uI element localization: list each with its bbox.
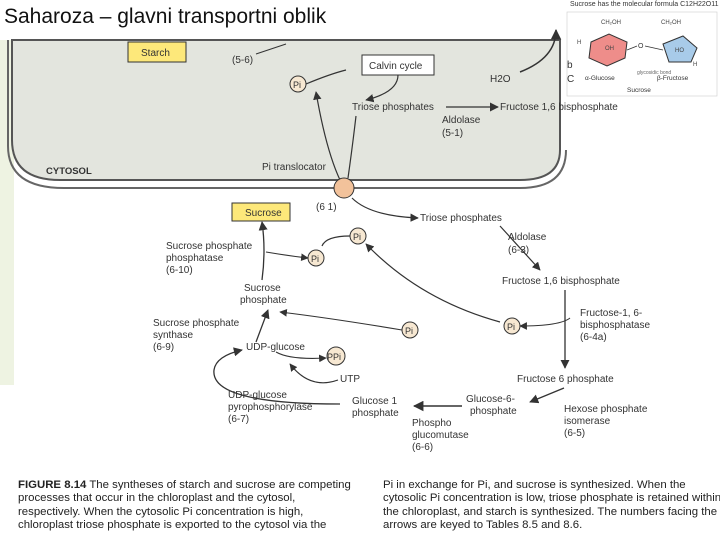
svg-text:synthase: synthase [153,330,193,341]
svg-text:HO: HO [675,48,684,54]
hexose-isomerase: Hexose phosphate [564,404,648,415]
phosphoglucomutase: Phospho [412,418,452,429]
sucrose-structure-drawing: O glycosidic bond CH₂OH CH₂OH H OH HO H … [566,11,718,97]
starch-sucrose-pathway-diagram: Starch (5-6) Calvin cycle Pi H2O Triose … [7,28,650,453]
caption-left-column: FIGURE 8.14 The syntheses of starch and … [18,479,358,533]
svg-text:(6-6): (6-6) [412,442,433,453]
svg-text:isomerase: isomerase [564,416,611,427]
svg-text:phosphate: phosphate [352,408,399,419]
glycosidic-bond-label: glycosidic bond [637,70,671,76]
translocator-ref: (6 1) [316,202,337,213]
svg-text:H: H [693,62,697,68]
caption-left-text: The syntheses of starch and sucrose are … [18,479,351,532]
svg-text:(6-10): (6-10) [166,265,193,276]
svg-text:(6-5): (6-5) [564,428,585,439]
chloroplast-inner [11,39,561,181]
fbp-cytosol: Fructose 1,6 bisphosphate [502,276,620,287]
sucrose-structure-inset: Sucrose has the molecular formula C12H22… [565,0,720,98]
fbp-chloroplast: Fructose 1,6 bisphosphate [500,102,618,113]
calvin-cycle-label: Calvin cycle [369,61,423,72]
starch-label: Starch [141,48,170,59]
caption-right-column: Pi in exchange for Pi, and sucrose is sy… [383,479,720,533]
partial-label-c: C [567,74,574,85]
aldolase-cytosol-ref: (6-3) [508,245,529,256]
aldolase-chloroplast-ref: (5-1) [442,128,463,139]
svg-text:phosphate: phosphate [470,406,517,417]
caption-right-text: Pi in exchange for Pi, and sucrose is sy… [383,479,720,532]
udp-glucose: UDP-glucose [246,342,305,353]
slide-title: Saharoza – glavni transportni oblik [4,5,327,28]
pi-translocator-label: Pi translocator [262,162,327,173]
triose-phosphates-chloroplast: Triose phosphates [352,102,434,113]
triose-phosphates-cytosol: Triose phosphates [420,213,502,224]
left-edge-strip [0,40,14,385]
svg-text:Pi: Pi [405,326,413,336]
svg-text:CH₂OH: CH₂OH [601,20,621,26]
sucrose-phosphate: Sucrose [244,283,281,294]
svg-text:H: H [577,40,581,46]
fructose-label: β-Fructose [657,75,689,82]
fructose-ring [662,35,698,63]
figure-label: FIGURE 8.14 [18,479,87,491]
figure-caption: FIGURE 8.14 The syntheses of starch and … [18,479,720,539]
starch-box [127,41,187,63]
pi-label: Pi [293,80,301,90]
svg-text:bisphosphatase: bisphosphatase [580,320,650,331]
glucose-label: α-Glucose [585,75,615,82]
glucose-1-phosphate: Glucose 1 [352,396,397,407]
pi-translocator-icon [333,177,355,199]
ppi-label: PPi [327,352,341,362]
glucose-6-phosphate: Glucose-6- [466,394,515,405]
aldolase-cytosol: Aldolase [508,232,547,243]
svg-text:(6-7): (6-7) [228,414,249,425]
svg-text:phosphatase: phosphatase [166,253,224,264]
svg-text:OH: OH [605,46,614,52]
sucrose-box [231,202,291,222]
svg-text:Pi: Pi [353,232,361,242]
oxygen-bridge-label: O [638,43,644,50]
partial-label-b: b [567,60,573,71]
sucrose-phosphate-synthase: Sucrose phosphate [153,318,240,329]
sucrose-label: Sucrose [245,208,282,219]
aldolase-chloroplast: Aldolase [442,115,481,126]
water-label: H2O [490,74,511,85]
sucrose-phosphatase: Sucrose phosphate [166,241,253,252]
fructose-6-phosphate: Fructose 6 phosphate [517,374,614,385]
svg-text:Pi: Pi [507,322,515,332]
svg-text:pyrophosphorylase: pyrophosphorylase [228,402,313,413]
ppi-circle [326,346,346,366]
svg-text:Pi: Pi [311,254,319,264]
cytosol-label: CYTOSOL [46,166,92,177]
utp-label: UTP [340,374,360,385]
svg-text:glucomutase: glucomutase [412,430,469,441]
glucose-ring [588,33,628,67]
svg-text:CH₂OH: CH₂OH [661,20,681,26]
fbpase: Fructose-1, 6- [580,308,642,319]
inset-caption: Sucrose has the molecular formula C12H22… [570,1,719,8]
svg-text:(6-9): (6-9) [153,342,174,353]
udp-pyrophosphorylase: UDP-glucose [228,390,287,401]
starch-enzyme-ref: (5-6) [232,55,253,66]
chloroplast-outer-membrane [7,40,567,189]
svg-text:(6-4a): (6-4a) [580,332,607,343]
sucrose-label: Sucrose [627,87,651,94]
svg-text:phosphate: phosphate [240,295,287,306]
